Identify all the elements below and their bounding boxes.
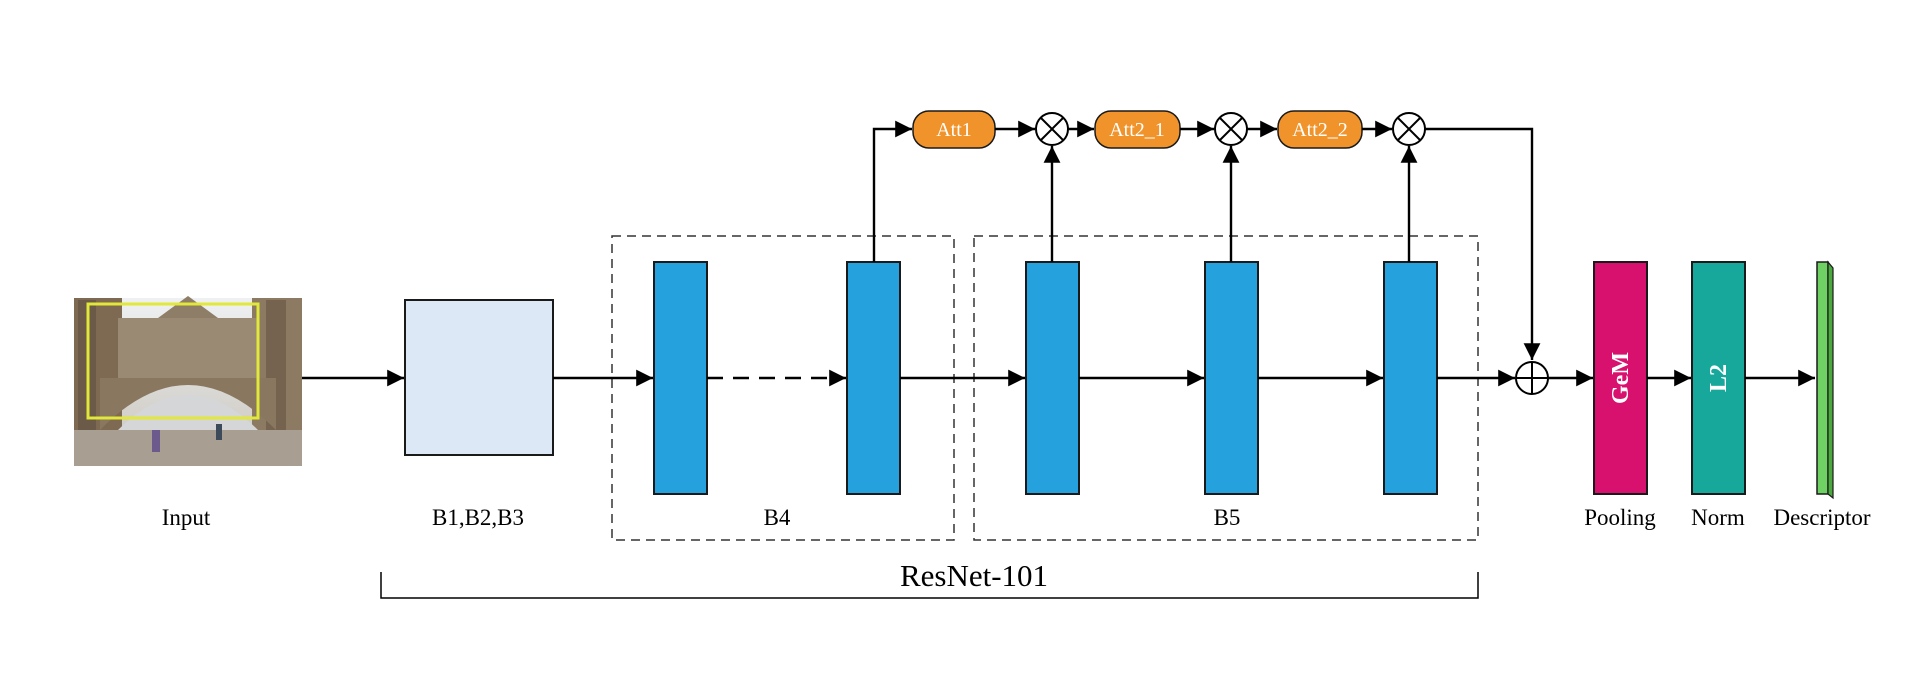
resnet-bracket	[380, 572, 1479, 599]
block-b4-last	[846, 261, 901, 495]
edge-b4-att1	[872, 120, 912, 262]
block-b123	[404, 299, 554, 456]
att2-1-label: Att2_1	[1109, 119, 1165, 141]
circle-times-icon	[1035, 112, 1069, 146]
att2-2-label: Att2_2	[1292, 119, 1348, 141]
input-label: Input	[162, 505, 211, 530]
group-b4	[611, 235, 955, 541]
block-b123-label: B1,B2,B3	[432, 505, 524, 530]
block-b5-3	[1383, 261, 1438, 495]
edge-mul3-sum	[1425, 127, 1541, 360]
resnet-label: ResNet-101	[900, 558, 1048, 593]
bridge-photo-icon	[74, 296, 302, 466]
descriptor-vector	[1816, 260, 1834, 500]
gem-label: GeM	[1608, 352, 1634, 404]
block-b4-first	[653, 261, 708, 495]
gem-block	[1593, 261, 1648, 495]
group-b4-label: B4	[764, 505, 791, 530]
input-image	[74, 296, 302, 466]
norm-label: Norm	[1691, 505, 1745, 530]
att1-label: Att1	[936, 119, 972, 141]
l2-label: L2	[1706, 364, 1732, 392]
circle-plus-icon	[1515, 361, 1549, 395]
circle-times-icon	[1392, 112, 1426, 146]
group-b5-label: B5	[1214, 505, 1241, 530]
group-b5	[973, 235, 1479, 541]
block-b5-2	[1204, 261, 1259, 495]
descriptor-label: Descriptor	[1773, 505, 1870, 530]
pooling-label: Pooling	[1584, 505, 1656, 530]
circle-times-icon	[1214, 112, 1248, 146]
block-b5-1	[1025, 261, 1080, 495]
